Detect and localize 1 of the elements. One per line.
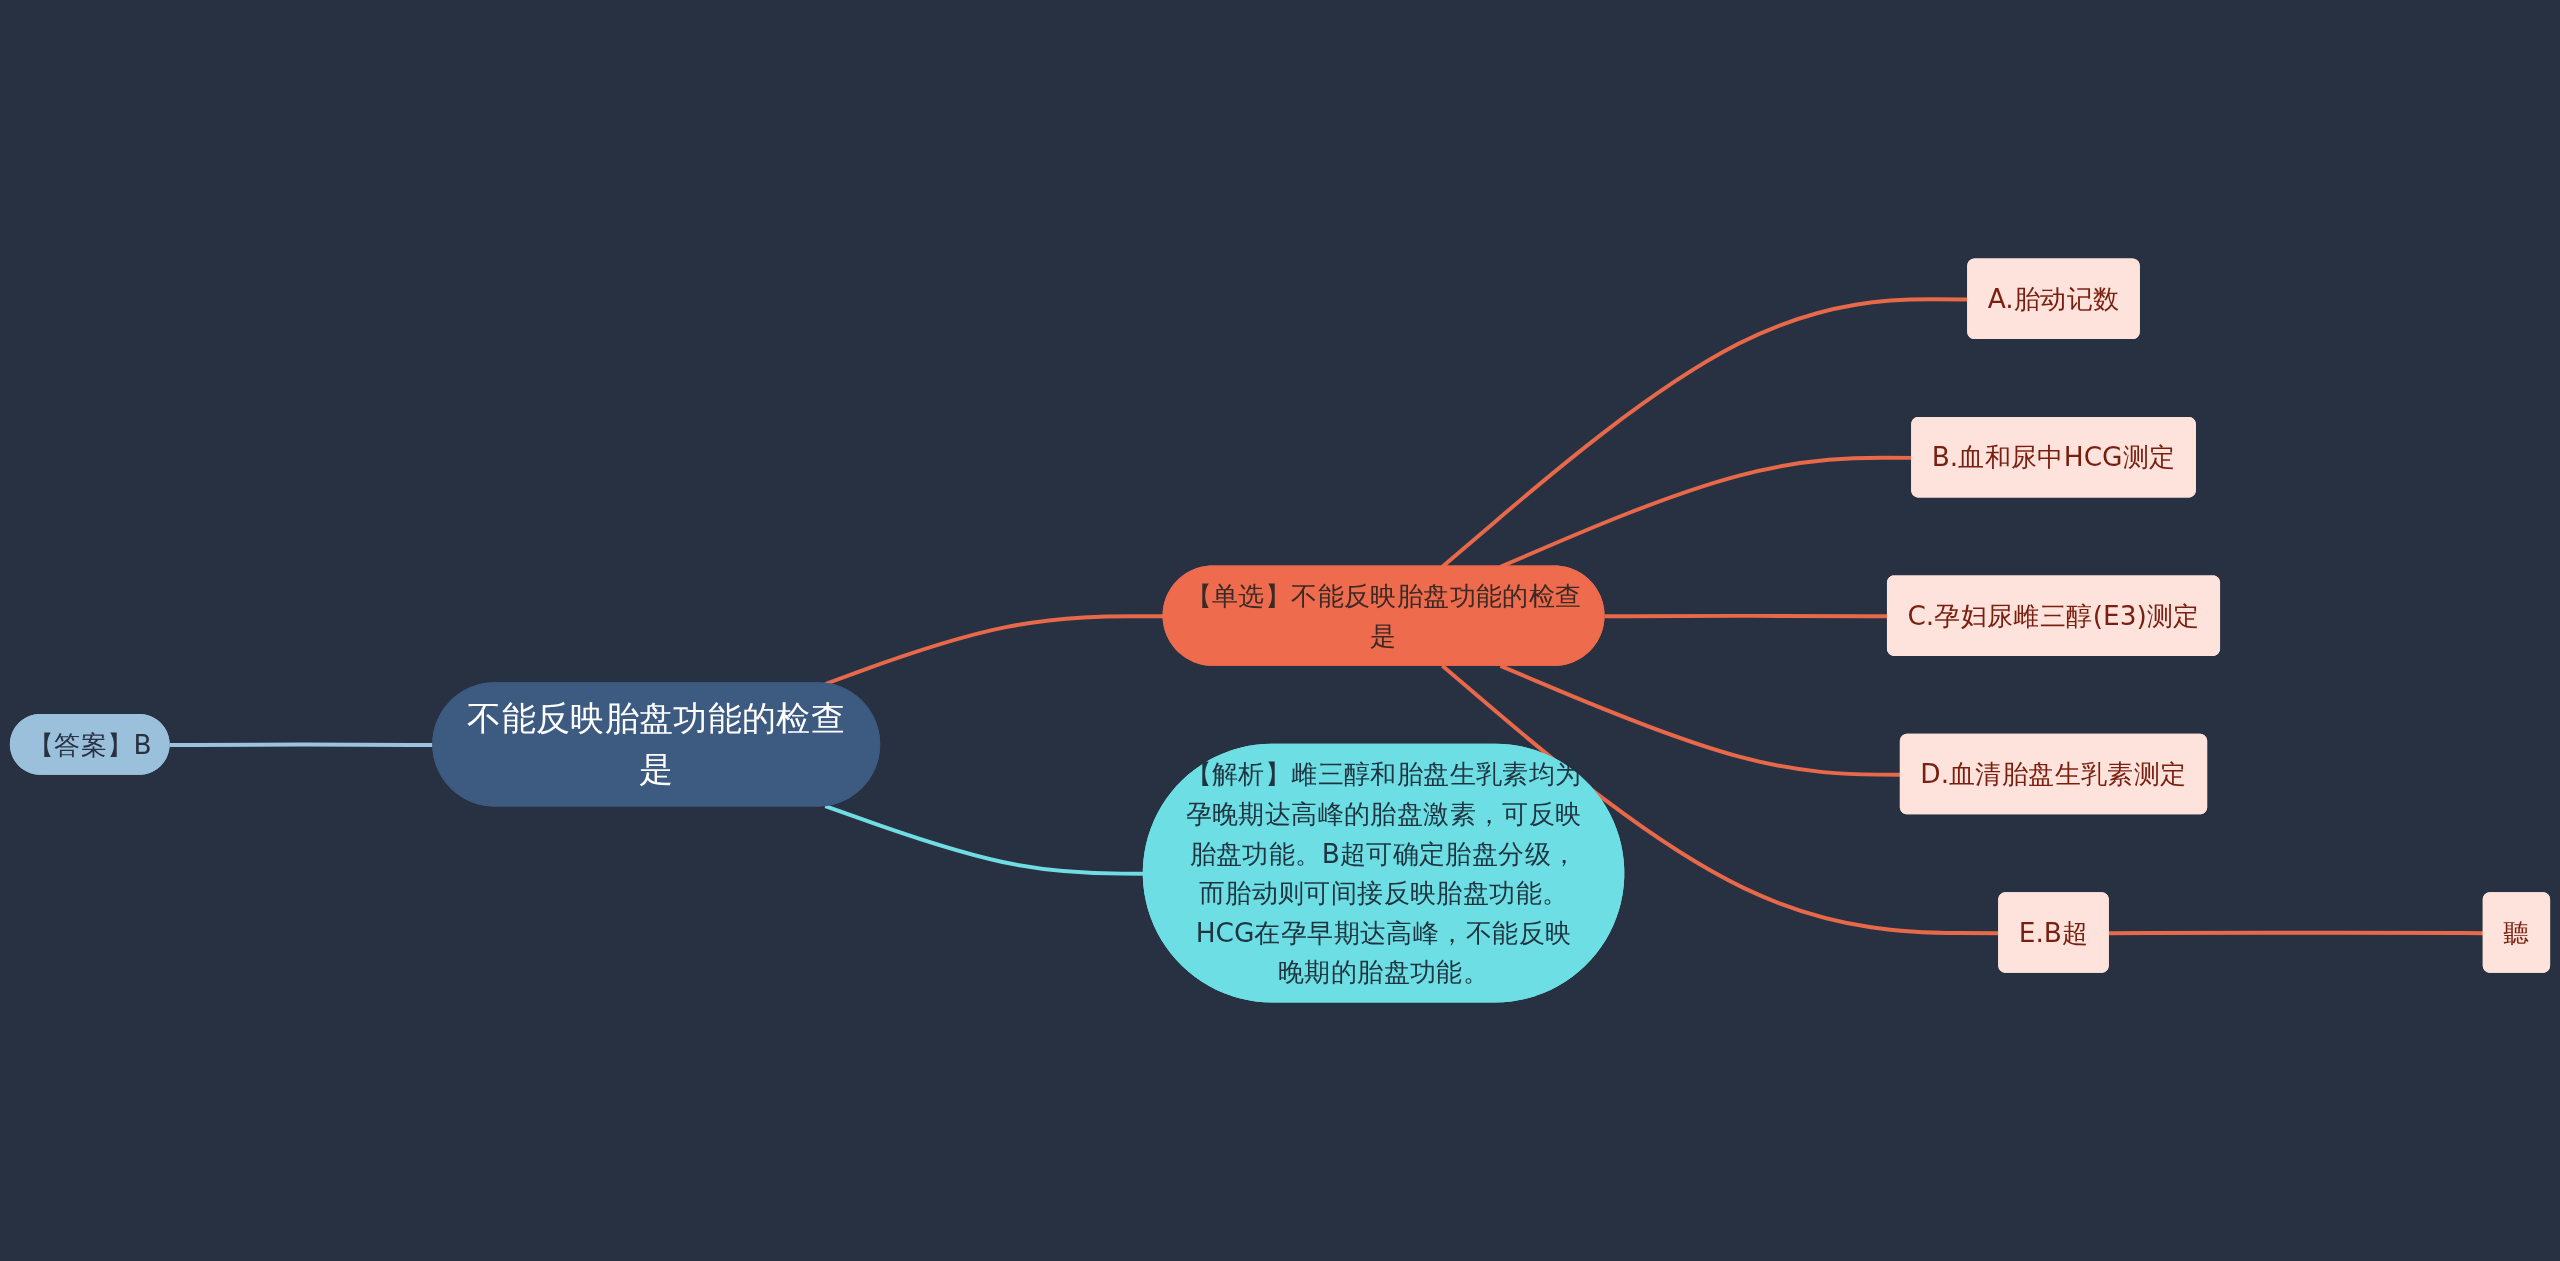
connector bbox=[824, 614, 1164, 686]
